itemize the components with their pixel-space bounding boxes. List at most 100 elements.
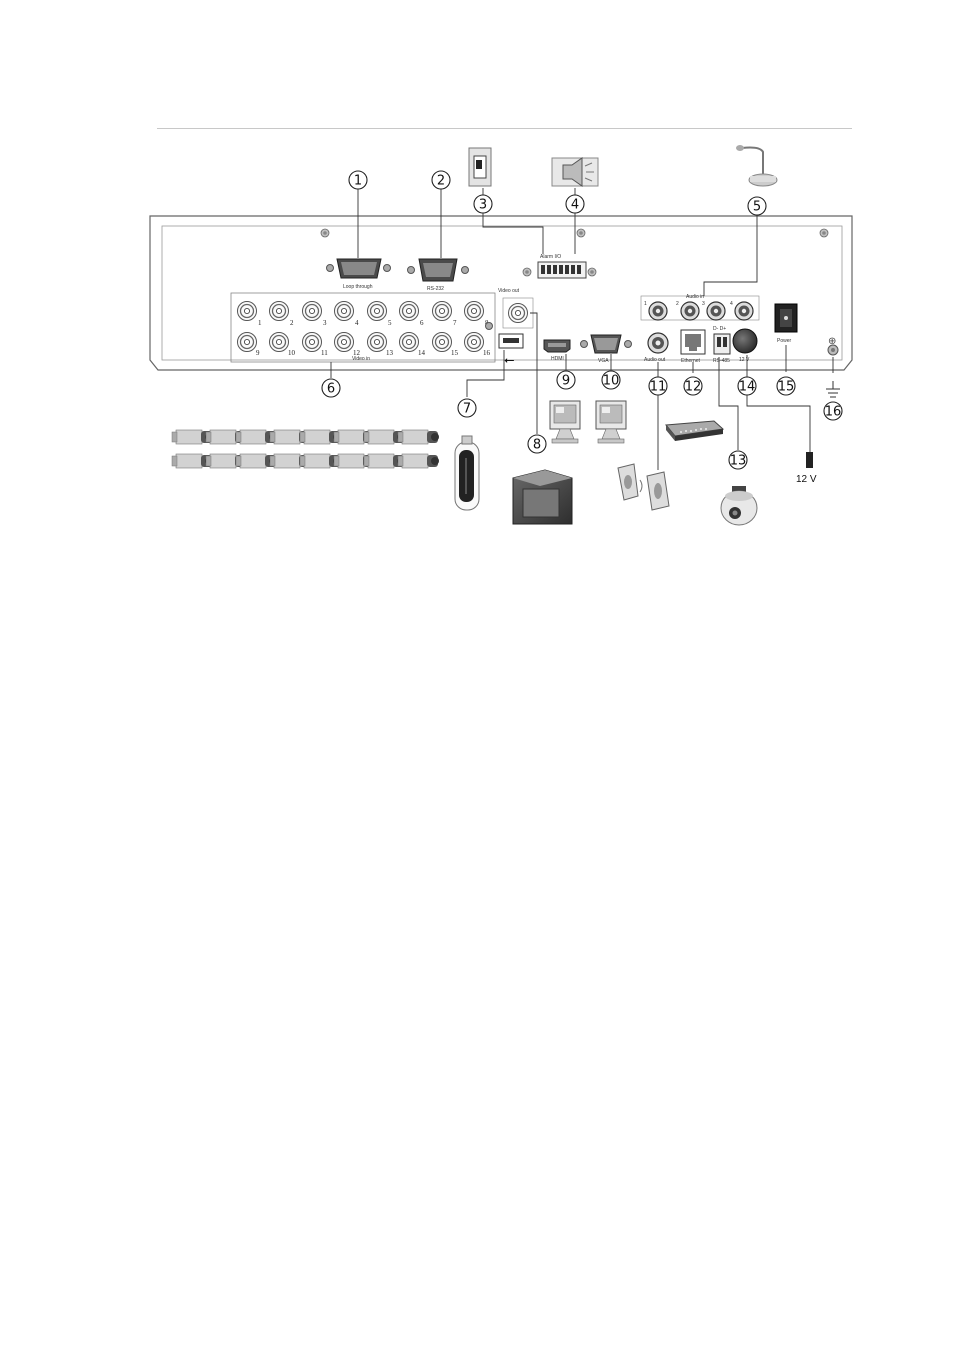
rs485-label: RS-485 [713, 358, 730, 364]
callout-8: 8 [527, 434, 547, 454]
callout-10: 10 [601, 370, 621, 390]
rs232-port: RS-232 [407, 258, 469, 292]
audio-section: Audio in 1 2 3 4 Audio out [640, 294, 760, 363]
panel-screw [576, 228, 586, 238]
audio-in-jack: 2 [676, 301, 700, 321]
video-in-bnc [268, 300, 290, 322]
audio-in-jack: 1 [644, 301, 668, 321]
callout-number: 16 [825, 405, 842, 420]
callout-9: 9 [556, 370, 576, 390]
video-in-bnc [398, 300, 420, 322]
callout-number: 14 [739, 380, 756, 395]
video-in-bnc [236, 300, 258, 322]
panel-screw [819, 228, 829, 238]
loop-through-port: Loop through [326, 258, 391, 290]
video-in-label: Video in [352, 356, 370, 362]
power-label: Power [777, 338, 792, 344]
callout-2: 2 [431, 170, 451, 190]
callout-number: 7 [463, 402, 471, 417]
callout-number: 1 [354, 174, 362, 189]
rs485-top-label: D- D+ [713, 326, 726, 332]
callout-6: 6 [321, 378, 341, 398]
callout-number: 11 [650, 380, 667, 395]
callout-11: 11 [648, 376, 668, 396]
ptz-dome-camera [720, 486, 758, 526]
audio-in-number: 4 [730, 301, 733, 307]
dc-label: 12 V [739, 357, 750, 363]
hdmi-label: HDMI [551, 356, 564, 362]
camera-icon [397, 429, 440, 445]
video-in-bnc [366, 331, 388, 353]
video-in-bnc [333, 300, 355, 322]
panel-screw [587, 267, 597, 277]
callout-14: 14 [737, 376, 757, 396]
loop-through-label: Loop through [343, 284, 373, 290]
video-in-bnc [463, 300, 485, 322]
video-out-port: Video out [498, 288, 534, 329]
panel-screw [522, 267, 532, 277]
bnc-number: 6 [420, 319, 424, 327]
rs232-label: RS-232 [427, 286, 444, 292]
bnc-number: 12 [353, 349, 361, 357]
video-in-bnc [398, 331, 420, 353]
video-in-bnc [236, 331, 258, 353]
callout-number: 10 [603, 374, 620, 389]
power-switch: Power [774, 303, 798, 344]
microphone-device [736, 145, 778, 187]
bnc-number: 3 [323, 319, 327, 327]
callout-4: 4 [565, 194, 585, 214]
video-in-bnc [301, 331, 323, 353]
callout-12: 12 [683, 376, 703, 396]
video-in-bnc [431, 331, 453, 353]
bnc-number: 16 [483, 349, 491, 357]
video-in-bnc [268, 331, 290, 353]
callout-3: 3 [473, 194, 493, 214]
power-supply-voltage: 12 V [796, 474, 817, 485]
callout-number: 3 [479, 198, 487, 213]
audio-in-jack: 4 [730, 301, 754, 321]
ground-terminal: ⊕ [827, 336, 839, 356]
bnc-number: 13 [386, 349, 394, 357]
audio-in-jack: 3 [702, 301, 726, 321]
audio-in-number: 1 [644, 301, 647, 307]
bnc-number: 11 [321, 349, 328, 357]
audio-in-number: 3 [702, 301, 705, 307]
audio-in-label: Audio in [686, 294, 704, 300]
audio-out-label: Audio out [644, 357, 666, 363]
usb-port: ⭠ [485, 322, 524, 367]
ground-symbol-lines [826, 381, 840, 398]
hdmi-monitor [549, 400, 581, 444]
callout-5: 5 [747, 196, 767, 216]
bnc-number: 1 [258, 319, 262, 327]
callout-number: 13 [730, 454, 747, 469]
camera-array [171, 429, 440, 469]
callout-16: 16 [823, 401, 843, 421]
callout-number: 8 [533, 438, 541, 453]
vga-monitor [595, 400, 627, 444]
dc-power-jack: 12 V [732, 328, 758, 363]
bnc-number: 15 [451, 349, 459, 357]
audio-in-number: 2 [676, 301, 679, 307]
rs485-port: D- D+ RS-485 [713, 326, 731, 364]
ethernet-port: Ethernet [680, 329, 706, 364]
callout-number: 15 [778, 380, 795, 395]
bnc-number: 10 [288, 349, 296, 357]
tv-monitor [512, 469, 573, 525]
video-in-bnc [333, 331, 355, 353]
vga-port: VGA [580, 334, 632, 364]
callout-15: 15 [776, 376, 796, 396]
network-switch [665, 420, 725, 441]
bnc-number: 14 [418, 349, 426, 357]
callout-number: 6 [327, 382, 335, 397]
audio-out-port [647, 332, 669, 354]
ethernet-label: Ethernet [681, 358, 701, 364]
rear-panel [149, 215, 853, 371]
ground-icon: ⊕ [828, 336, 836, 347]
bnc-number: 4 [355, 319, 359, 327]
callout-number: 9 [562, 374, 570, 389]
video-in-bnc [366, 300, 388, 322]
bnc-number: 5 [388, 319, 392, 327]
vga-label: VGA [598, 358, 609, 364]
alarm-input-device [468, 147, 492, 187]
